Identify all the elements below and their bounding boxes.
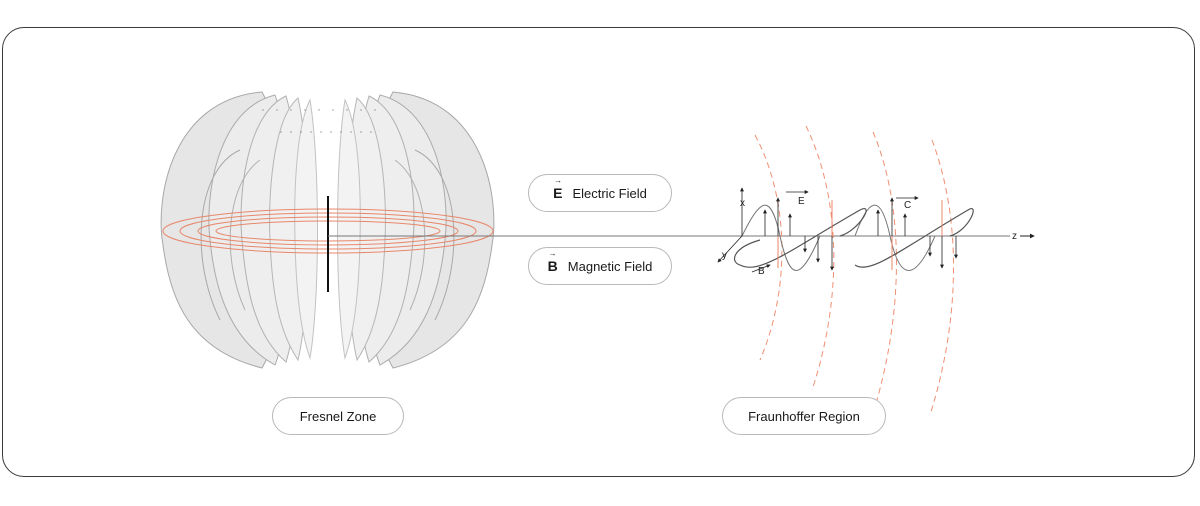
near-field-lobes [160,91,495,369]
magnetic-field-label: Magnetic Field [567,258,653,274]
e-vector-label: E [798,196,805,207]
electric-field-symbol: E [553,176,562,201]
wavefronts [754,125,955,416]
b-vector-label: B [758,266,765,277]
fresnel-zone-text: Fresnel Zone [299,408,377,424]
legend-electric-field: E Electric Field [528,174,672,212]
c-vector-label: C [904,200,911,211]
z-axis-label: z [1012,231,1017,242]
magnetic-field-symbol: B [548,249,558,274]
electric-field-label: Electric Field [572,185,647,201]
fraunhoffer-region-label: Fraunhoffer Region [722,397,886,435]
em-wave [717,187,974,273]
fraunhoffer-region-text: Fraunhoffer Region [748,408,860,424]
y-axis-label: y [722,250,727,261]
x-axis-label: x [740,198,745,209]
fresnel-zone-label: Fresnel Zone [272,397,404,435]
legend-magnetic-field: B Magnetic Field [528,247,672,285]
